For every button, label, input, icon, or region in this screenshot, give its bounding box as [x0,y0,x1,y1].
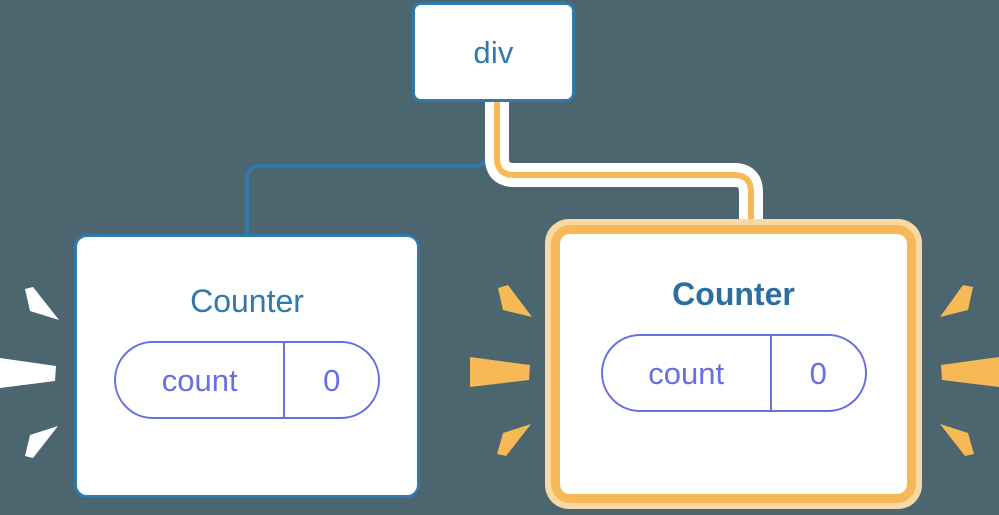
state-key-left: count [161,362,238,398]
ray-middle [941,357,999,387]
edge-div-to-right-counter [494,100,754,232]
ray-middle [470,357,530,387]
state-pill-right: count 0 [600,334,867,412]
node-counter-left-title: Counter [190,283,304,319]
ray-lower [940,424,974,456]
ray-middle [0,358,56,388]
ray-lower [497,424,531,456]
node-counter-right-highlight-glow: Counter count 0 [545,219,922,509]
rays-left-counter-left [0,287,59,458]
node-div-label: div [473,34,514,70]
state-value-left: 0 [283,343,378,417]
rays-between-counters [470,285,532,456]
ray-upper [498,285,532,317]
node-counter-left[interactable]: Counter count 0 [74,234,420,498]
node-counter-right[interactable]: Counter count 0 [551,225,916,503]
state-value-right: 0 [769,336,865,410]
ray-lower [25,426,58,458]
state-pill-left: count 0 [114,341,380,419]
ray-upper [25,287,59,320]
node-counter-right-title: Counter [672,276,795,312]
node-div[interactable]: div [412,2,575,102]
ray-upper [940,285,973,317]
state-key-right: count [648,355,725,391]
rays-right-counter-right [940,285,999,456]
